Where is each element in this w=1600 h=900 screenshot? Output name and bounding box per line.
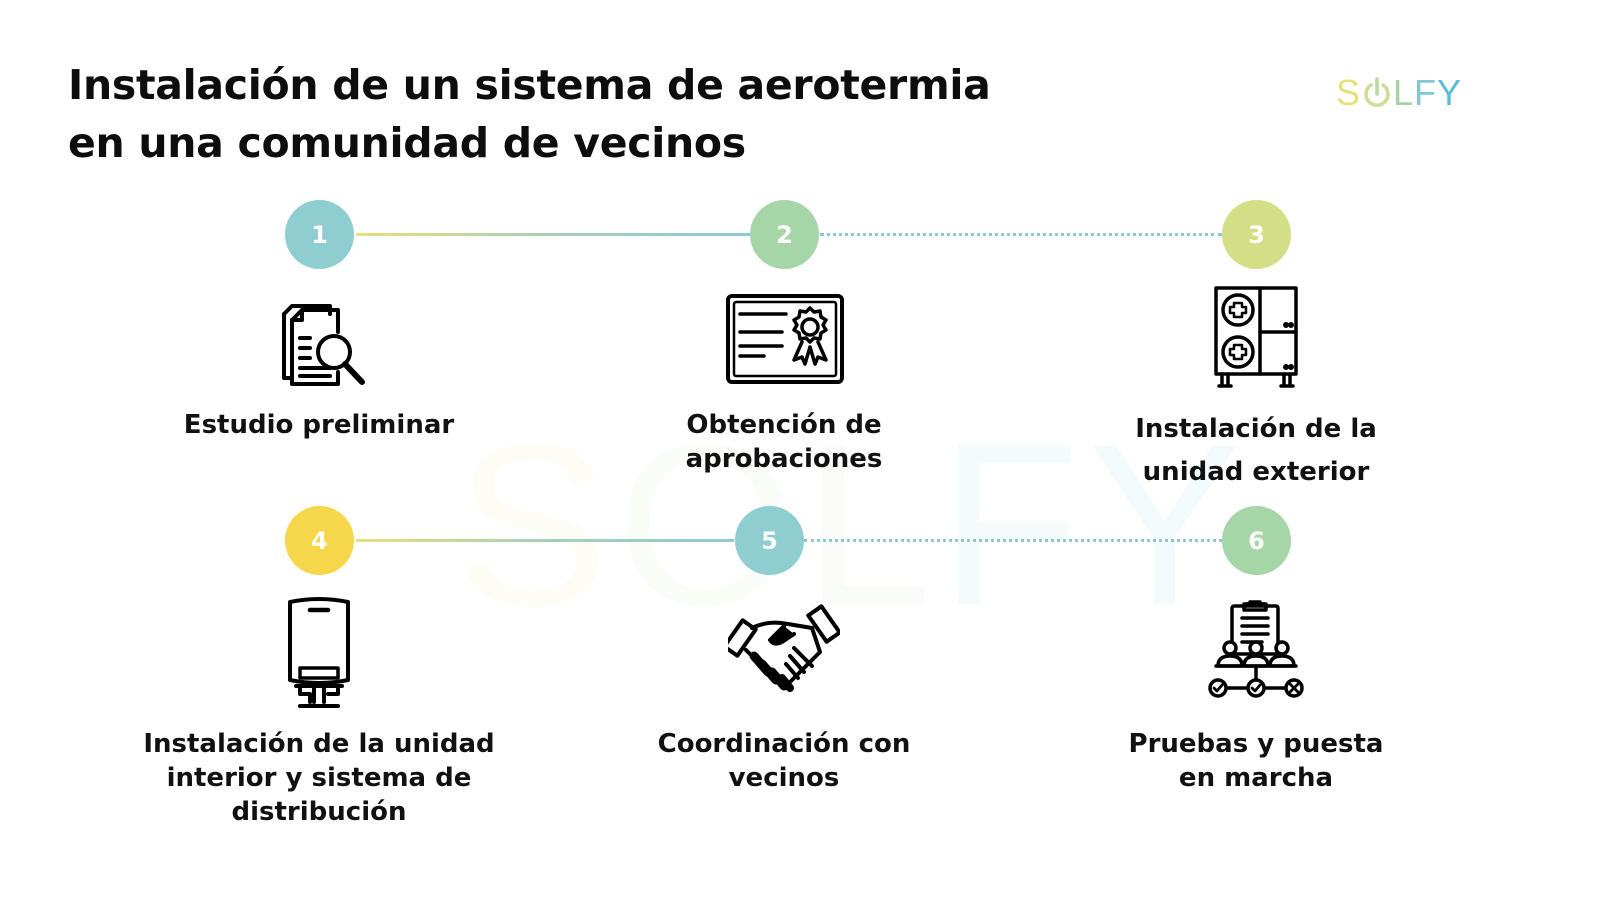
step-1-badge: 1: [285, 200, 354, 269]
logo-letter-s: S: [1336, 72, 1362, 113]
step-3-badge: 3: [1222, 200, 1291, 269]
step-6-label: Pruebas y puesta en marcha: [1128, 729, 1384, 793]
step-4-badge: 4: [285, 506, 354, 575]
document-search-icon: [270, 296, 368, 390]
step-2-badge: 2: [750, 200, 819, 269]
connector-5-6: [804, 539, 1222, 542]
indoor-boiler-unit-icon: [286, 596, 352, 712]
logo-letter-o-power-icon: [1362, 76, 1392, 110]
page-title: Instalación de un sistema de aerotermia …: [68, 56, 991, 172]
step-4-label: Instalación de la unidad interior y sist…: [143, 729, 495, 827]
step-6-badge: 6: [1222, 506, 1291, 575]
step-1-label: Estudio preliminar: [183, 410, 455, 440]
connector-2-3: [820, 233, 1222, 236]
step-5-badge: 5: [735, 506, 804, 575]
step-2-label: Obtención de aprobaciones: [685, 410, 883, 474]
handshake-icon: [728, 602, 840, 698]
connector-4-5: [356, 539, 734, 542]
testing-checklist-icon: [1204, 600, 1308, 702]
certificate-icon: [726, 294, 844, 384]
outdoor-heat-pump-icon: [1212, 286, 1300, 390]
step-5-label: Coordinación con vecinos: [657, 729, 911, 793]
title-line-2: en una comunidad de vecinos: [68, 119, 746, 167]
step-3-label: Instalación de la unidad exterior: [1135, 414, 1377, 487]
logo-letter-l: L: [1393, 72, 1415, 113]
solfy-logo: S L F Y: [1336, 72, 1462, 114]
title-line-1: Instalación de un sistema de aerotermia: [68, 61, 991, 109]
connector-1-2: [356, 233, 750, 236]
logo-letter-f: F: [1414, 72, 1438, 113]
logo-letter-y: Y: [1437, 72, 1463, 113]
